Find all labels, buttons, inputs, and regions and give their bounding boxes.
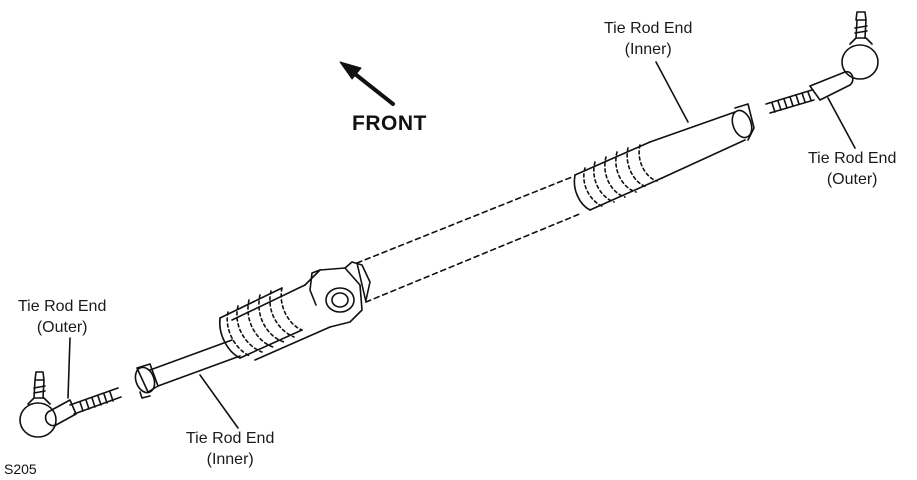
boot-right <box>573 141 663 211</box>
label-line-1: Tie Rod End <box>604 20 693 37</box>
label-line-2: (Outer) <box>36 319 88 336</box>
label-tie-rod-end-outer-right: Tie Rod End (Outer) <box>808 148 896 190</box>
leader-outer-right <box>827 97 856 149</box>
label-line-2: (Inner) <box>624 41 672 58</box>
inner-tie-rod-right <box>649 103 755 179</box>
inner-tie-rod-left <box>134 339 241 399</box>
label-line-1: Tie Rod End <box>186 430 275 447</box>
boot-left <box>218 287 303 359</box>
outer-tie-rod-end-left <box>19 371 122 438</box>
leader-lines <box>67 61 856 429</box>
label-tie-rod-end-outer-left: Tie Rod End (Outer) <box>18 296 106 338</box>
leader-inner-right <box>655 61 689 123</box>
leader-inner-left <box>199 374 239 429</box>
front-arrow-icon <box>339 61 395 106</box>
label-tie-rod-end-inner-left: Tie Rod End (Inner) <box>186 428 274 470</box>
leader-outer-left <box>67 337 71 399</box>
label-line-1: Tie Rod End <box>18 298 107 315</box>
figure-code: S205 <box>4 461 37 477</box>
label-line-2: (Outer) <box>826 171 878 188</box>
label-tie-rod-end-inner-right: Tie Rod End (Inner) <box>604 18 692 60</box>
front-label: FRONT <box>352 112 427 135</box>
label-line-1: Tie Rod End <box>808 150 897 167</box>
outer-tie-rod-end-right <box>765 11 879 114</box>
rack-housing <box>231 176 583 361</box>
label-line-2: (Inner) <box>206 451 254 468</box>
